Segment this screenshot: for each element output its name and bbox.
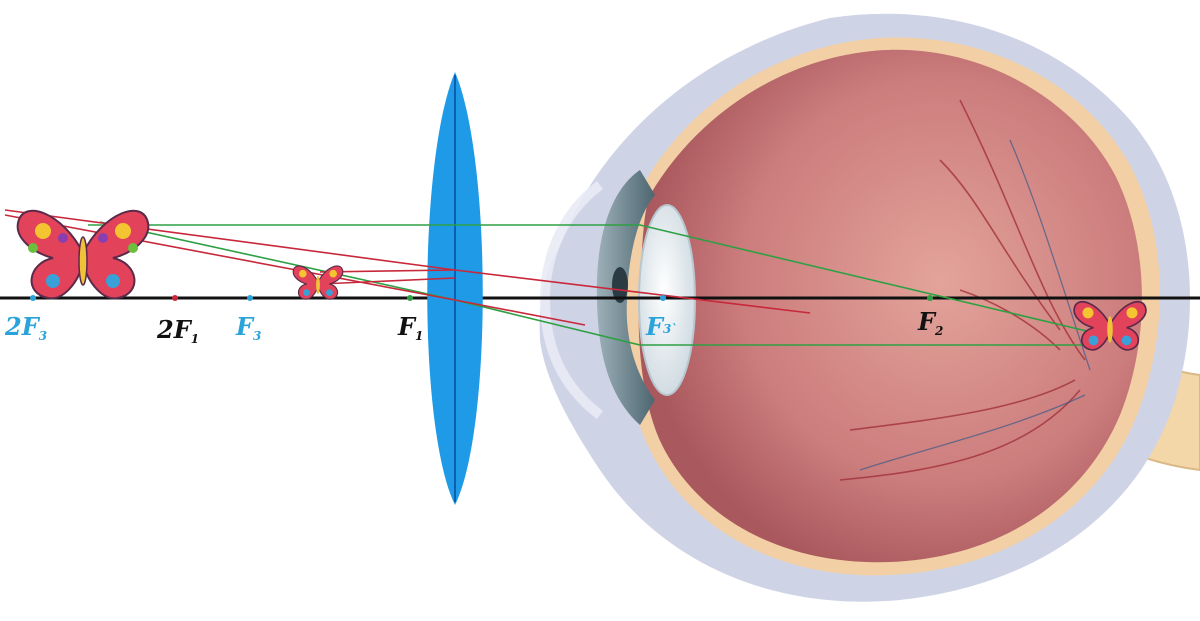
cornea [539, 181, 604, 419]
marker-f3 [247, 295, 253, 301]
eyeball [539, 13, 1200, 602]
focal-markers [30, 295, 933, 301]
butterfly-icon [1073, 301, 1147, 351]
label-f3-prime: F3` [645, 312, 677, 341]
converging-lens [427, 72, 483, 505]
label-2f3: 2F3 [4, 312, 47, 343]
label-f2: F2 [917, 307, 943, 338]
marker-f1 [407, 295, 413, 301]
butterfly-icon [16, 209, 150, 300]
marker-f3-prime [660, 295, 666, 301]
label-2f1: 2F1 [156, 315, 199, 346]
marker-2f3 [30, 295, 36, 301]
label-f3: F3 [235, 312, 261, 343]
retinal-veins [859, 139, 1091, 471]
green-ray-parallel [88, 224, 1096, 334]
marker-2f1 [172, 295, 178, 301]
pupil [612, 267, 628, 303]
vitreous-body [638, 49, 1142, 563]
red-ray-4 [319, 277, 456, 285]
green-ray-through-center [99, 221, 1095, 346]
marker-f2 [927, 295, 933, 301]
red-ray-2 [4, 214, 586, 326]
crystalline-lens [638, 204, 696, 396]
label-f1: F1 [397, 312, 423, 343]
ray-lines [4, 209, 1096, 346]
butterfly-icon [292, 265, 344, 300]
